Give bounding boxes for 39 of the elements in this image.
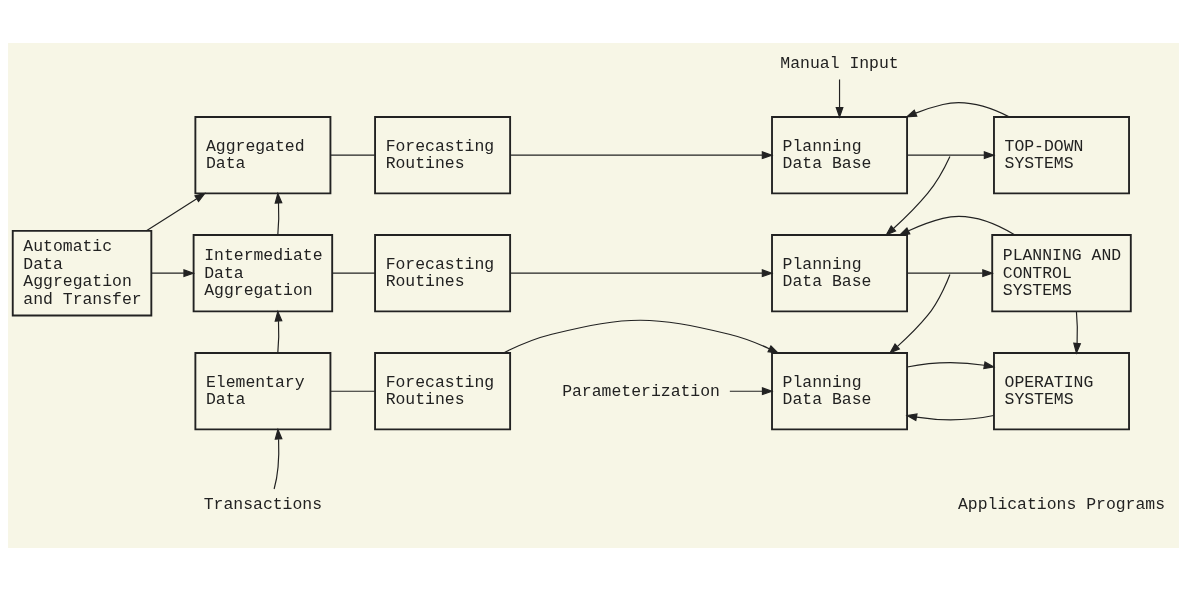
node-box: Intermediate Data Aggregation	[192, 234, 334, 313]
node-box: TOP-DOWN SYSTEMS	[993, 116, 1130, 195]
arrow	[888, 273, 951, 354]
node-box: OPERATING SYSTEMS	[993, 352, 1130, 431]
arrow	[1073, 311, 1082, 355]
arrow	[906, 269, 994, 278]
arrow	[274, 309, 283, 354]
label: Applications Programs	[957, 495, 1166, 515]
arrow	[905, 413, 995, 422]
arrow	[502, 319, 780, 354]
node-text: Transactions	[203, 495, 323, 515]
node-box: Planning Data Base	[771, 116, 908, 195]
arrow	[151, 269, 196, 278]
arrow	[729, 387, 774, 396]
node-box: Planning Data Base	[771, 234, 908, 313]
arrow	[145, 192, 207, 232]
node-box: Aggregated Data	[194, 116, 332, 195]
node-box: Forecasting Routines	[374, 234, 512, 313]
node-box: Forecasting Routines	[374, 116, 512, 195]
arrow	[898, 215, 1016, 236]
node-box: PLANNING AND CONTROL SYSTEMS	[991, 234, 1132, 313]
arrow	[509, 269, 774, 278]
node-box: Forecasting Routines	[374, 352, 512, 431]
arrow	[509, 151, 774, 160]
arrow	[906, 151, 996, 160]
arrow	[835, 78, 844, 119]
node-box: Automatic Data Aggregation and Transfer	[11, 229, 153, 317]
arrow	[885, 155, 951, 236]
arrow	[273, 427, 283, 490]
node-text: Manual Input	[780, 53, 899, 73]
arrow	[274, 191, 283, 236]
node-text: Parameterization	[562, 381, 720, 401]
arrow	[905, 102, 1010, 118]
connector	[330, 154, 376, 156]
arrow	[906, 361, 996, 370]
node-box: Planning Data Base	[771, 352, 908, 431]
connector	[330, 390, 376, 392]
node-box: Elementary Data	[194, 352, 332, 431]
connector	[331, 272, 376, 274]
